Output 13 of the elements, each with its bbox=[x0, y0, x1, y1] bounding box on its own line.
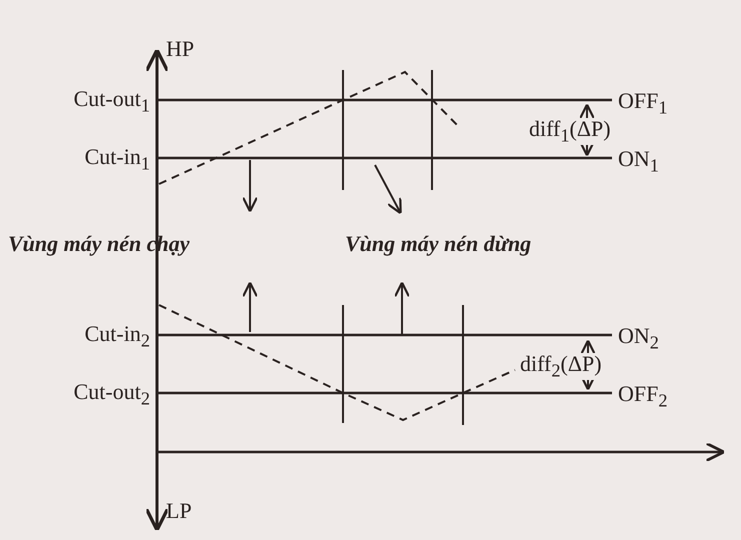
state-label: ON$_{1}$ bbox=[618, 148, 659, 175]
region-label: Vùng máy nén dừng bbox=[345, 233, 532, 255]
state-label: ON$_{2}$ bbox=[618, 325, 659, 352]
differential-label: diff$_{2}$(ΔP) bbox=[518, 353, 602, 380]
axis-label: LP bbox=[166, 500, 192, 522]
level-label: Cut-in$_{1}$ bbox=[84, 146, 150, 173]
state-label: OFF$_{1}$ bbox=[618, 90, 668, 117]
axis-label: HP bbox=[166, 38, 194, 60]
level-label: Cut-out$_{2}$ bbox=[74, 381, 150, 408]
level-label: Cut-out$_{1}$ bbox=[74, 88, 150, 115]
state-label: OFF$_{2}$ bbox=[618, 383, 668, 410]
differential-label: diff$_{1}$(ΔP) bbox=[527, 118, 611, 145]
level-label: Cut-in$_{2}$ bbox=[84, 323, 150, 350]
